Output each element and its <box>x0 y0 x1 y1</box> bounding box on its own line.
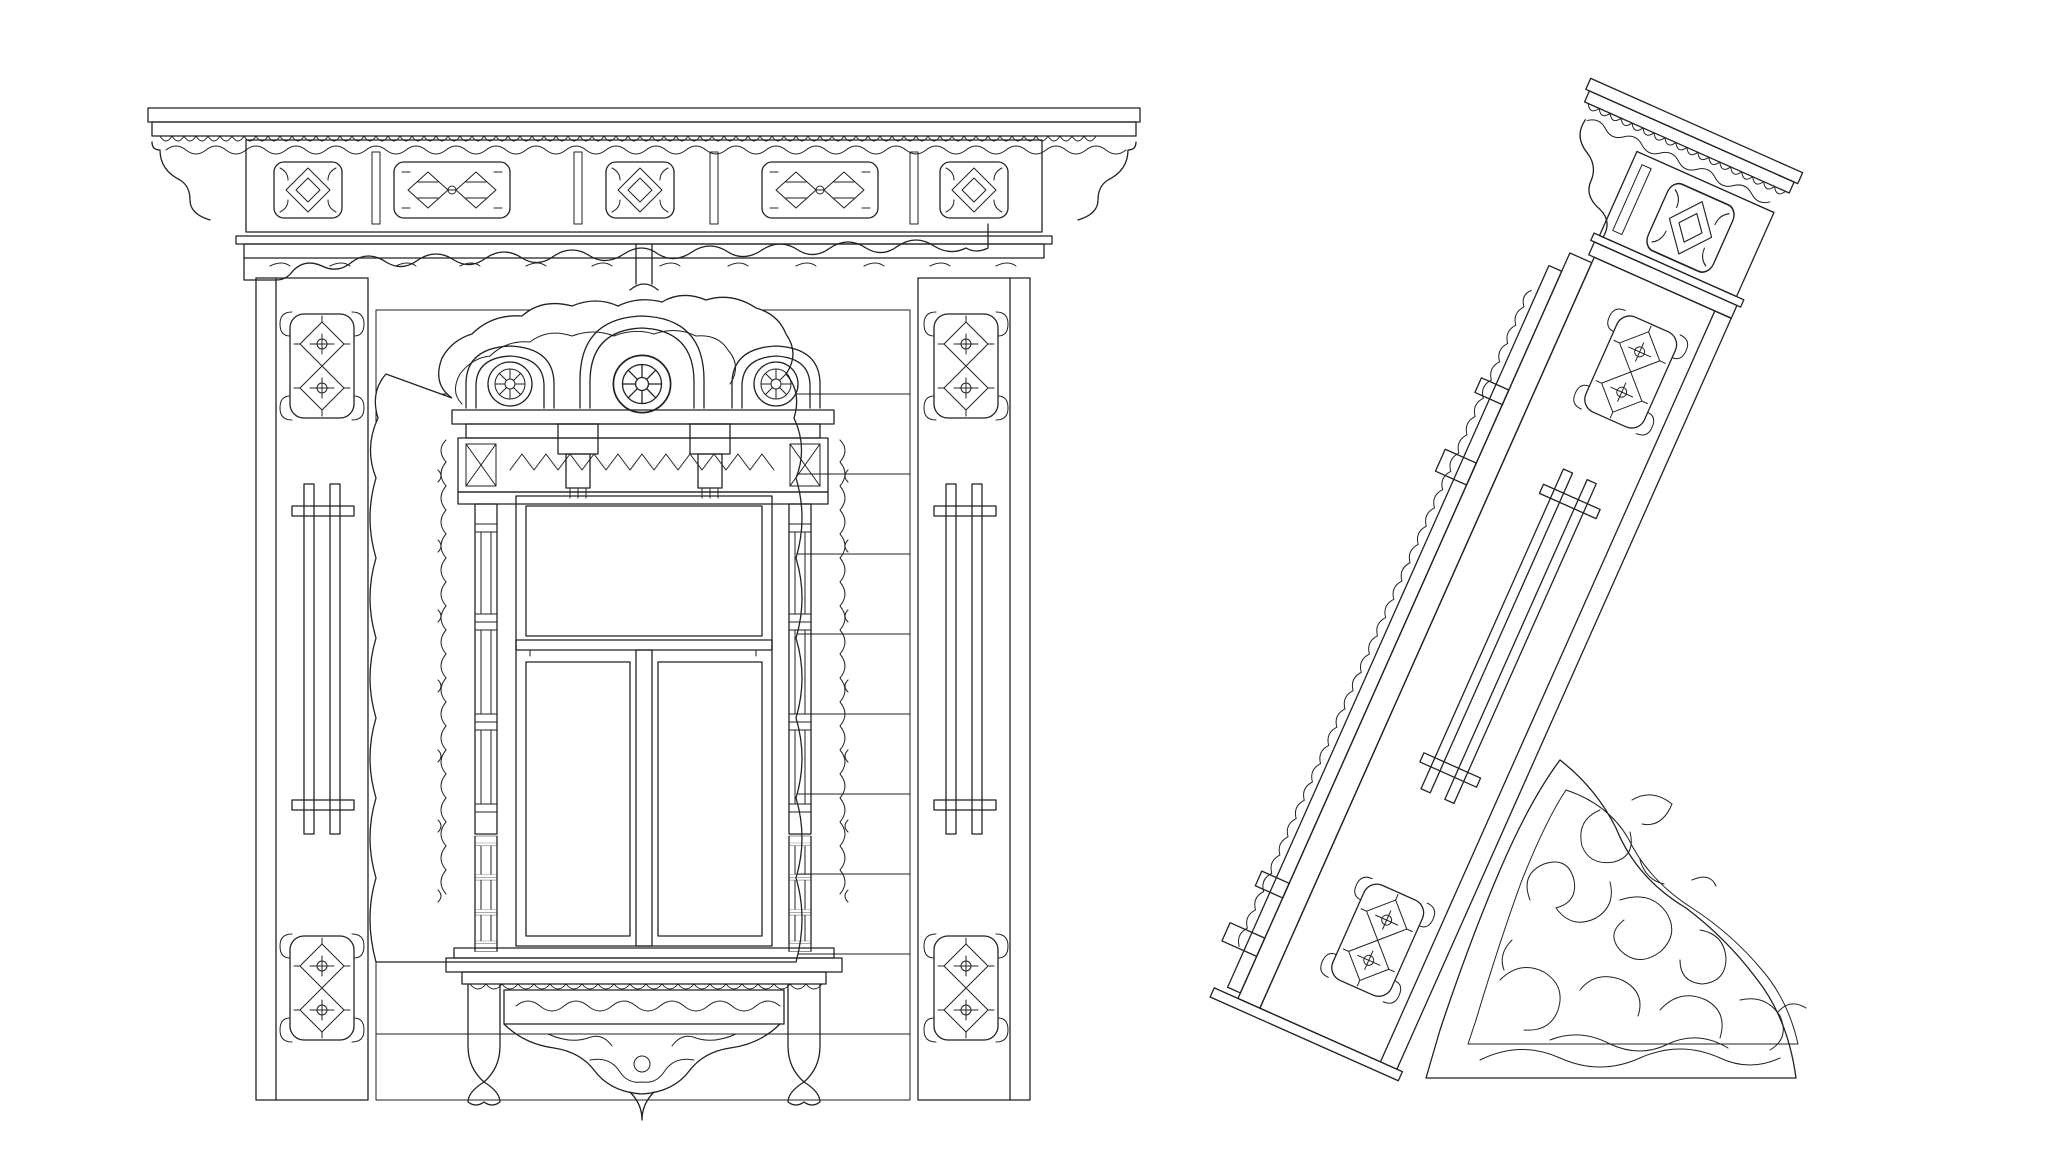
side-surround-profile <box>1209 252 1593 1082</box>
frieze-panels <box>273 151 1009 225</box>
side-pilaster <box>1259 256 1732 1070</box>
corner-bracket <box>1425 759 1807 1079</box>
window-lintel <box>451 409 835 505</box>
window-apron <box>467 983 821 1121</box>
front-elevation <box>147 107 1141 1121</box>
window-surround <box>369 294 849 1121</box>
window-sash <box>515 495 773 947</box>
side-elevation <box>1209 77 1807 1082</box>
surround-scallops <box>437 439 849 903</box>
right-pilaster-bars <box>933 483 997 835</box>
valance-fretwork <box>243 223 1017 291</box>
left-pilaster-bars <box>291 483 355 835</box>
window-arches <box>465 315 821 414</box>
cornice <box>147 107 1141 291</box>
window-sill <box>445 947 843 1025</box>
left-pilaster <box>255 277 369 1101</box>
cornice-fretwork-row <box>159 135 1127 155</box>
side-cornice <box>1579 77 1804 319</box>
right-pilaster <box>917 277 1031 1101</box>
